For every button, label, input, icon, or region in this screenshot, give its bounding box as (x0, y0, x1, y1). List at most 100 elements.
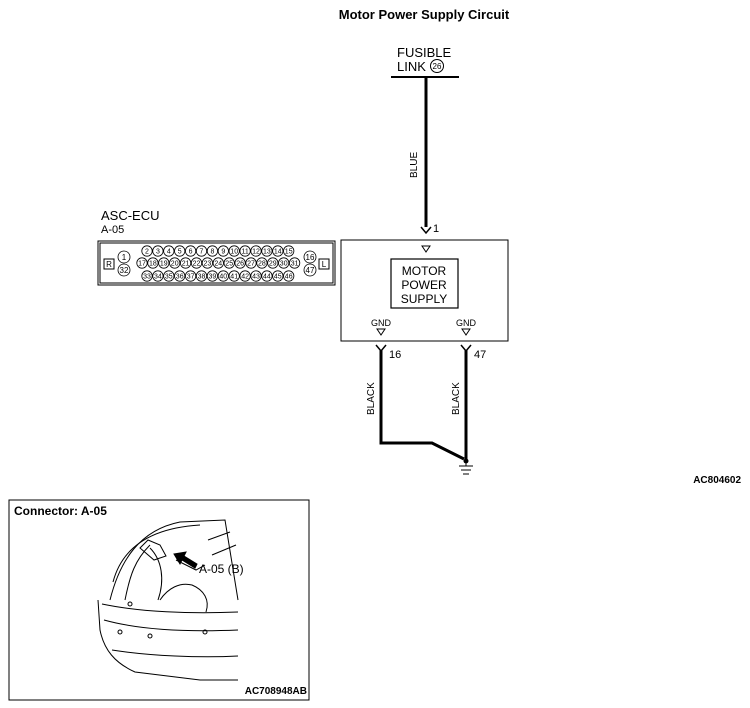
connector-pin-circle (288, 257, 301, 269)
ecu-name: ASC-ECU (101, 208, 160, 223)
black-wire-left (379, 350, 465, 461)
connector-pin-number: 8 (210, 248, 214, 255)
connector-pin-number: 39 (209, 273, 217, 280)
connector-pin-circle (228, 270, 240, 282)
connector-pin-circle (147, 257, 159, 269)
connector-pin-number: 3 (156, 248, 160, 255)
connector-pin-number: 19 (160, 260, 168, 267)
motor-block-line-3: SUPPLY (401, 292, 447, 306)
connector-pin-circle (195, 270, 208, 282)
connector-pin-number: 45 (274, 273, 282, 280)
engine-bay-illustration (97, 519, 239, 681)
connector-pin-circle (206, 245, 218, 257)
connector-pin-circle (163, 245, 175, 257)
connector-pin-number: 23 (204, 260, 212, 267)
connector-pin-number: 7 (200, 248, 204, 255)
inset-figure-code: AC708948AB (245, 686, 307, 697)
connector-pin-number: 1 (122, 253, 127, 262)
pin-1-number: 1 (433, 223, 439, 235)
connector-pin-circle (201, 257, 213, 269)
connector-pin-circle (261, 270, 273, 282)
connector-pin-number: 28 (258, 260, 266, 267)
connector-pin-circle (278, 257, 290, 269)
pin-16-number: 16 (389, 349, 401, 361)
ground-icon (459, 462, 473, 475)
connector-pin-number: 37 (187, 273, 195, 280)
connector-pin-circle (190, 257, 203, 269)
connector-pin-number: 9 (221, 248, 225, 255)
gnd-label-right: GND (456, 318, 477, 328)
connector-pin-circle (195, 245, 208, 257)
connector-pin-number: 46 (285, 273, 293, 280)
connector-pin-number: 24 (214, 260, 222, 267)
connector-pin-number: 22 (193, 260, 201, 267)
connector-pin-circle (303, 263, 317, 277)
connector-pin-number: 38 (198, 273, 206, 280)
connector-pin-circle (136, 257, 148, 269)
connector-pin-number: 15 (285, 248, 293, 255)
connector-pin-number: 35 (165, 273, 173, 280)
connector-pin-circle (217, 270, 229, 282)
connector-pin-number: 2 (145, 248, 149, 255)
connector-pin-number: 17 (138, 260, 146, 267)
connector-pin-circle (174, 270, 186, 282)
connector-pin-number: 4 (167, 248, 171, 255)
connector-inset-frame (8, 499, 310, 701)
connector-pin-circle (261, 245, 273, 257)
connector-pin-circle (239, 245, 251, 257)
connector-pin-number: 25 (225, 260, 233, 267)
connector-callout: A-05 (B) (199, 562, 244, 576)
connector-side-right: L (322, 260, 327, 269)
gnd-label-left: GND (371, 318, 392, 328)
connector-pin-circle (234, 257, 246, 269)
connector-pin-circle (169, 257, 181, 269)
gnd-marker-right (461, 328, 471, 336)
connector-pin-circle (217, 245, 229, 257)
connector-pin-number: 44 (263, 273, 271, 280)
connector-pin-circle (256, 257, 268, 269)
connector-pin-circle (152, 245, 164, 257)
fusible-link-number-circle (430, 59, 444, 73)
connector-pin-number: 26 (236, 260, 244, 267)
connector-pin-circle (141, 270, 153, 282)
connector-pin-circle (212, 257, 224, 269)
motor-block-line-2: POWER (401, 278, 447, 292)
figure-code-main: AC804602 (693, 475, 741, 486)
connector-pin-circle (283, 270, 295, 282)
connector-pin-circle (223, 257, 235, 269)
connector-pin-number: 41 (230, 273, 238, 280)
blue-wire-label: BLUE (409, 152, 420, 178)
connector-face-inner (99, 242, 334, 284)
callout-arrow-icon (173, 551, 198, 569)
connector-pin-circle (303, 250, 317, 264)
motor-power-supply-block (390, 258, 459, 309)
fusible-link-label: FUSIBLE (397, 45, 452, 60)
pin-47-number: 47 (474, 349, 486, 361)
fusible-link-label-2: LINK (397, 59, 426, 74)
connector-pin-circle (174, 245, 186, 257)
ecu-box (340, 239, 509, 342)
connector-pin-circle (228, 245, 240, 257)
connector-pin-number: 40 (219, 273, 227, 280)
connector-pin-number: 12 (252, 248, 260, 255)
connector-pin-circle (272, 270, 284, 282)
connector-pin-circle (267, 257, 279, 269)
connector-pin-circle (152, 270, 164, 282)
fusible-link-number: 26 (433, 62, 442, 71)
connector-pin-number: 32 (120, 266, 129, 275)
connector-pin-number: 30 (280, 260, 288, 267)
connector-pin-number: 31 (291, 260, 299, 267)
connector-side-left: R (106, 260, 112, 269)
diagram-title: Motor Power Supply Circuit (339, 7, 510, 22)
connector-pin-circle (185, 245, 197, 257)
connector-pin-number: 34 (154, 273, 162, 280)
connector-pin-number: 18 (149, 260, 157, 267)
connector-pin-circle (283, 245, 295, 257)
black-wire-left-label: BLACK (366, 382, 377, 415)
connector-pin-circle (245, 257, 257, 269)
connector-pin-circle (117, 250, 131, 264)
connector-pin-number: 20 (171, 260, 179, 267)
connector-pin-circle (117, 263, 131, 277)
